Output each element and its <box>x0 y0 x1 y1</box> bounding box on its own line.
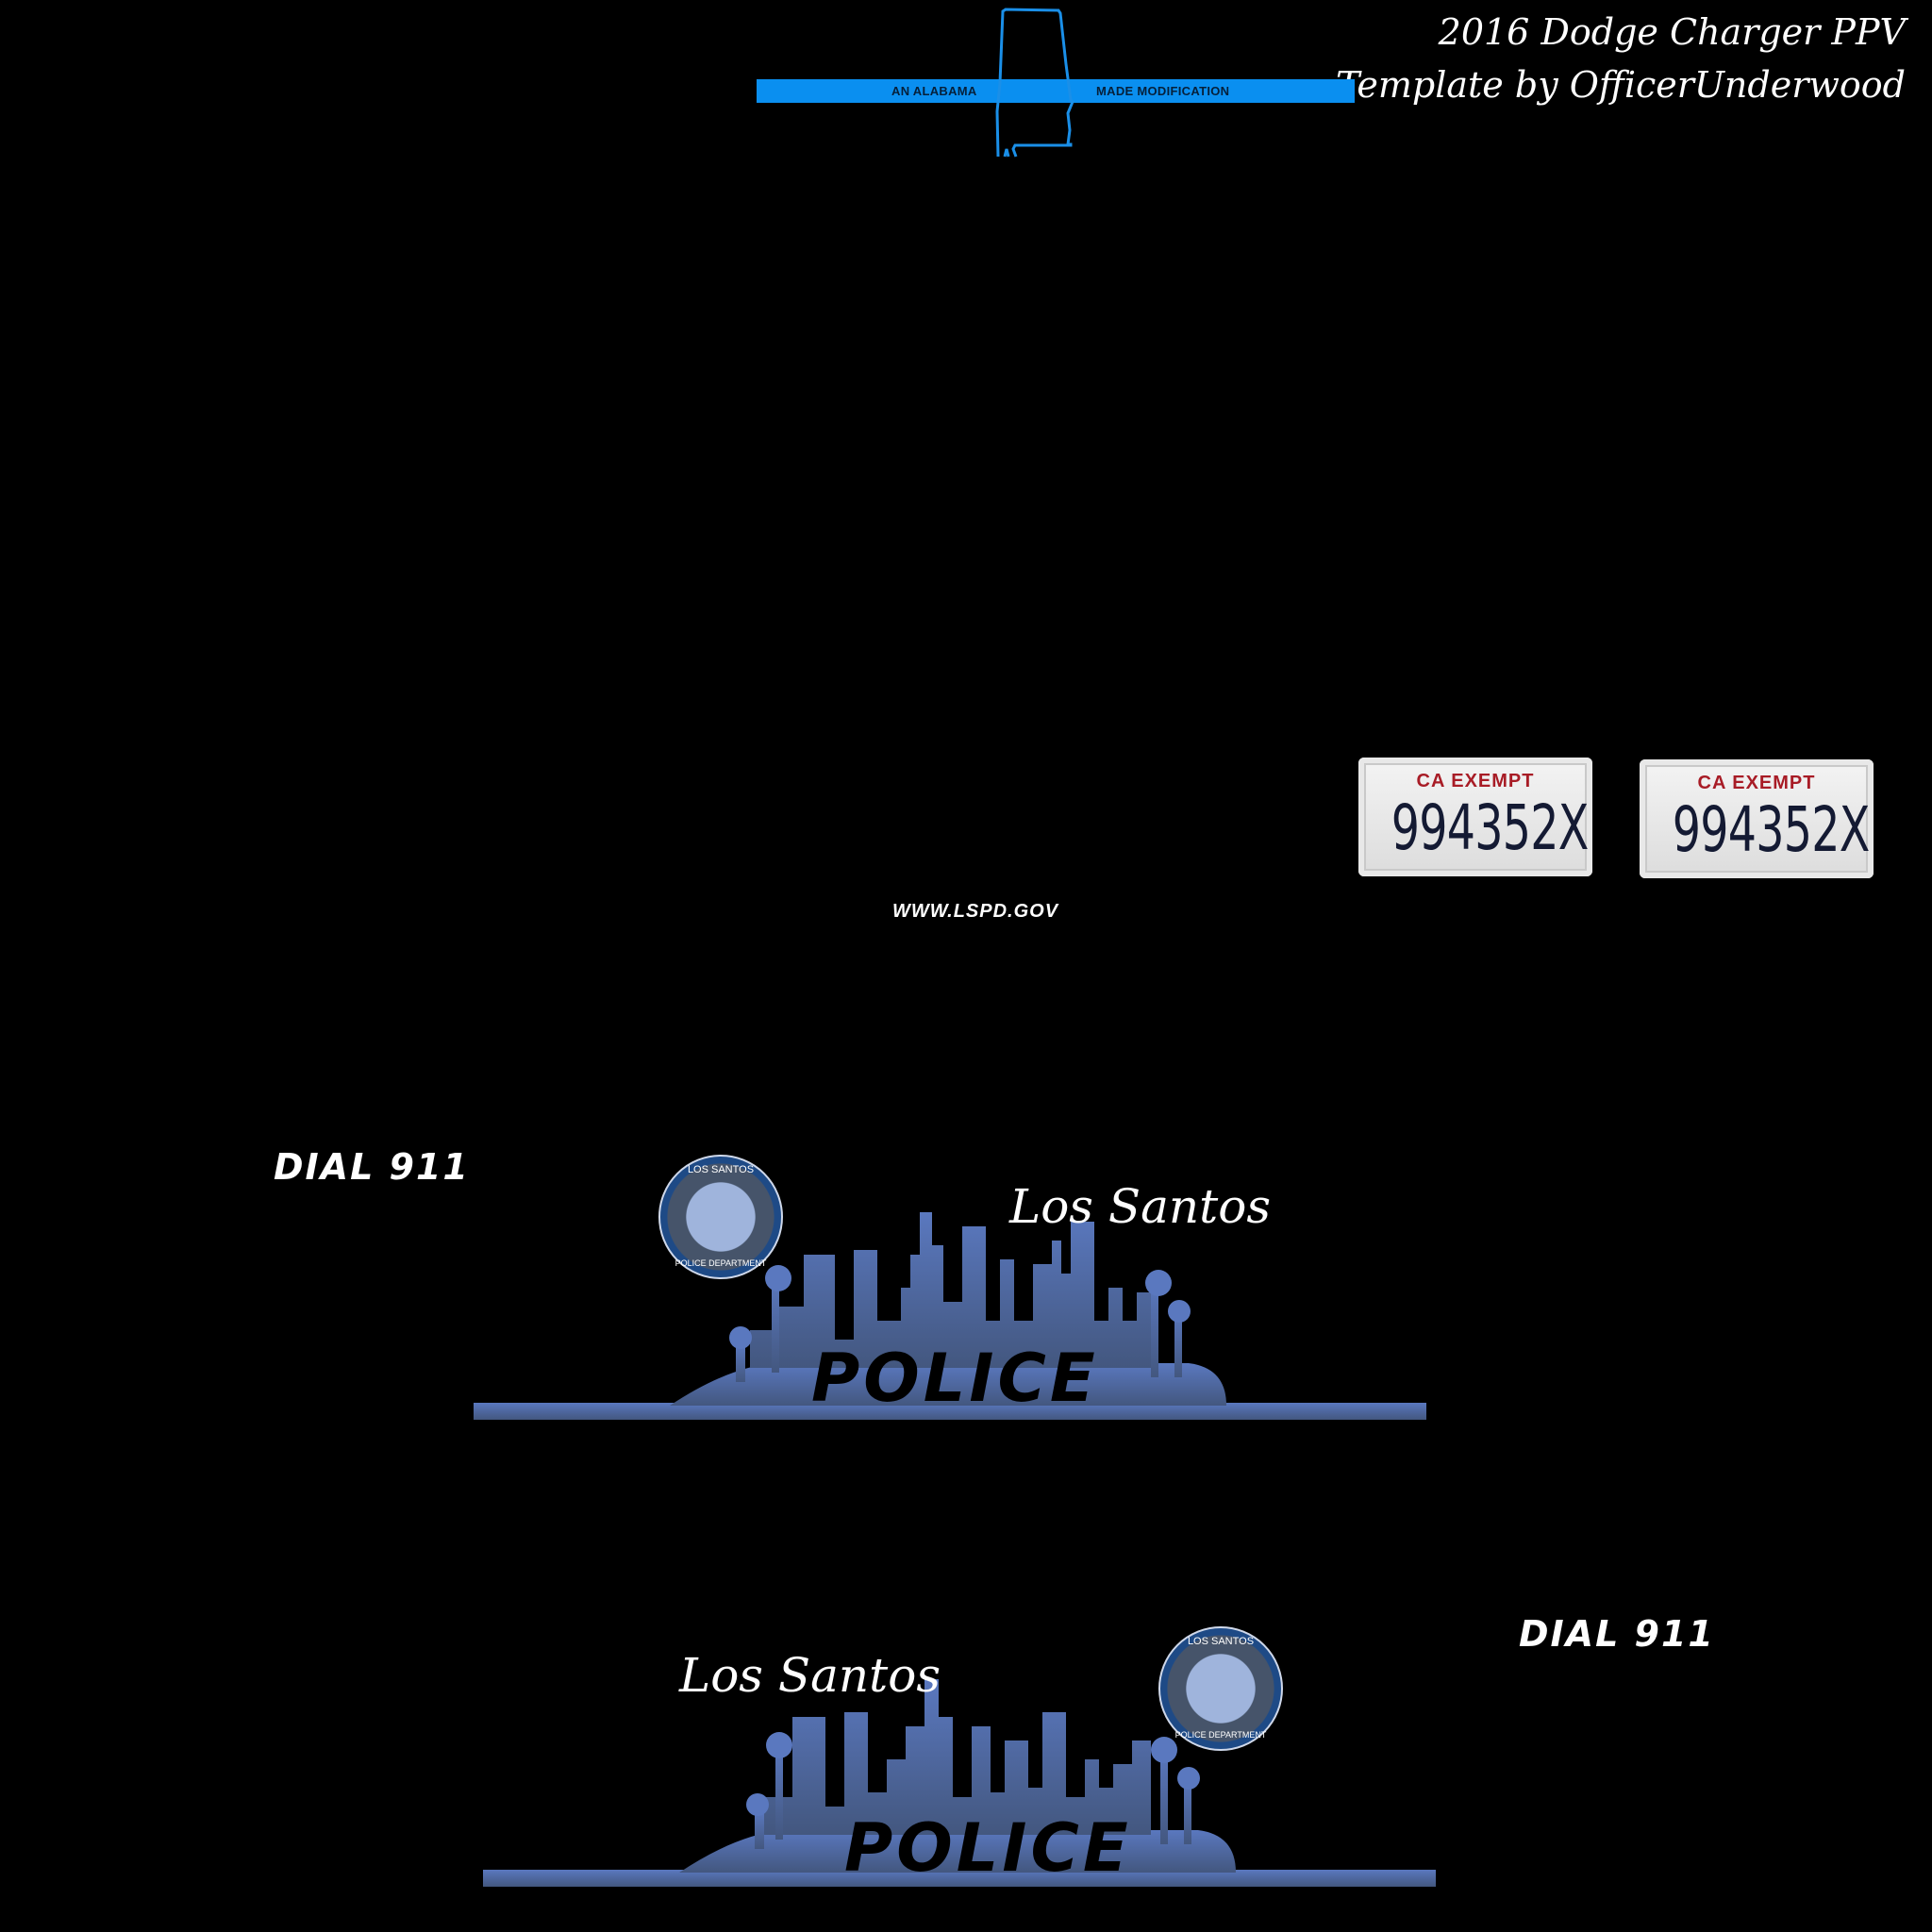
dial-911-text: DIAL 911 <box>1519 1613 1715 1655</box>
seal-bottom-text: POLICE DEPARTMENT <box>675 1258 767 1268</box>
los-santos-script: Los Santos <box>679 1648 941 1703</box>
banner-left-text: AN ALABAMA <box>891 84 977 98</box>
lspd-seal-icon: LOS SANTOS POLICE DEPARTMENT <box>1158 1626 1283 1751</box>
police-text: POLICE <box>811 1340 1099 1417</box>
license-plate: CA EXEMPT 994352X <box>1358 758 1592 876</box>
plate-state: CA EXEMPT <box>1697 773 1816 793</box>
dial-911-text: DIAL 911 <box>274 1146 470 1188</box>
template-credit: Template by OfficerUnderwood <box>1335 64 1906 106</box>
license-plate: CA EXEMPT 994352X <box>1640 759 1874 878</box>
plate-number: 994352X <box>1391 791 1590 864</box>
seal-top-text: LOS SANTOS <box>687 1164 755 1175</box>
lspd-seal-icon: LOS SANTOS POLICE DEPARTMENT <box>658 1155 783 1279</box>
template-title: 2016 Dodge Charger PPV <box>1438 11 1906 53</box>
banner-right-text: MADE MODIFICATION <box>1096 84 1230 98</box>
los-santos-script: Los Santos <box>1009 1179 1271 1234</box>
plate-state: CA EXEMPT <box>1416 771 1535 791</box>
seal-top-text: LOS SANTOS <box>1187 1636 1255 1647</box>
police-text: POLICE <box>844 1809 1132 1887</box>
alabama-outline-icon <box>995 8 1074 158</box>
seal-bottom-text: POLICE DEPARTMENT <box>1174 1730 1267 1740</box>
alabama-banner: AN ALABAMA MADE MODIFICATION <box>757 79 1355 103</box>
plate-number: 994352X <box>1672 793 1871 866</box>
skyline-graphic <box>474 1212 1426 1420</box>
skyline-graphic <box>483 1679 1436 1887</box>
website-text: WWW.LSPD.GOV <box>892 901 1059 922</box>
